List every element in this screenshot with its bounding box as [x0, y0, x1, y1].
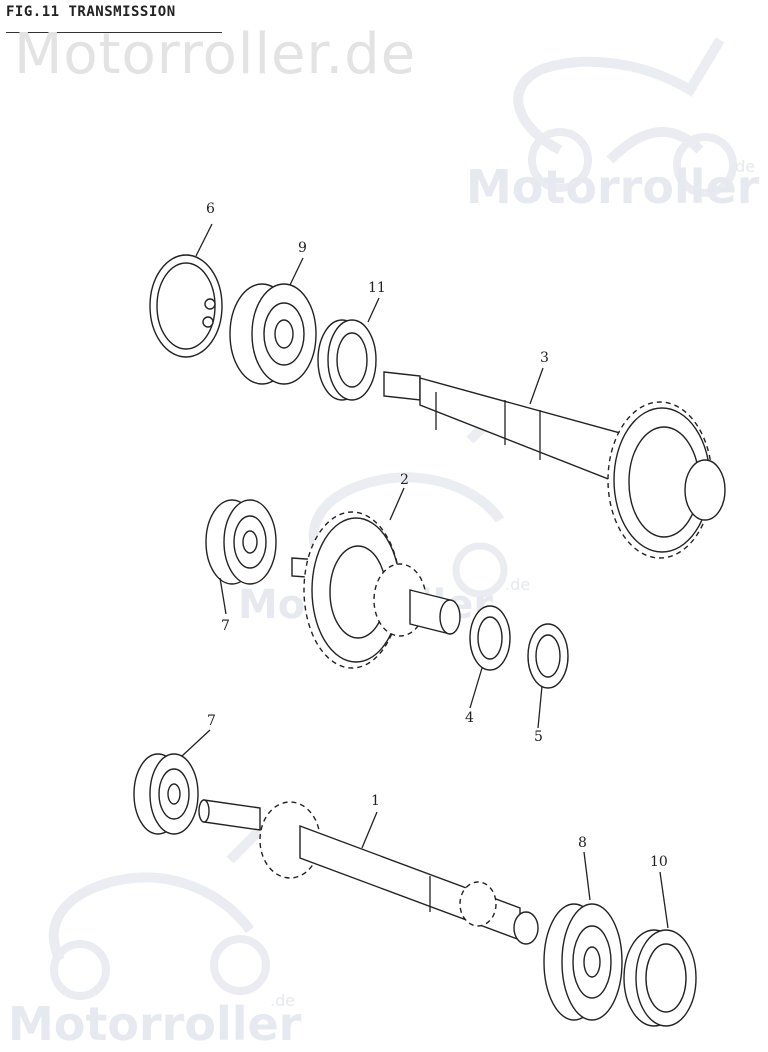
part-5-washer — [527, 623, 569, 689]
callout-6: 6 — [206, 201, 215, 217]
watermark-top-text: Motorroller.de — [14, 22, 417, 87]
title-underline — [6, 32, 222, 33]
watermark-suffix-top: .de — [730, 157, 755, 176]
watermark-logo-bottom-left: Motorroller .de — [8, 826, 302, 1051]
part-3-output-shaft — [383, 371, 726, 559]
part-6-circlip — [149, 254, 223, 358]
part-9-bearing — [229, 283, 317, 385]
figure-title: FIG.11 TRANSMISSION — [6, 4, 176, 20]
watermark-suffix-bottom: .de — [270, 991, 295, 1010]
part-7-bearing-lower — [133, 753, 199, 835]
callout-7-lower: 7 — [207, 713, 216, 729]
part-4-washer — [469, 605, 511, 671]
part-1-drive-shaft — [198, 799, 539, 945]
callout-3: 3 — [540, 350, 549, 366]
part-11-oil-seal — [317, 319, 377, 401]
callout-7-upper: 7 — [221, 618, 230, 634]
watermark-suffix-center: .de — [505, 575, 530, 594]
callout-5: 5 — [534, 729, 543, 745]
callout-10: 10 — [650, 854, 668, 870]
callout-4: 4 — [465, 710, 474, 726]
callout-11: 11 — [368, 280, 386, 296]
watermark-brand-bottom: Motorroller — [8, 997, 302, 1051]
callout-2: 2 — [400, 472, 409, 488]
part-2-counter-gear — [291, 511, 461, 669]
callout-1: 1 — [371, 793, 380, 809]
watermark-brand-top: Motorroller — [466, 160, 760, 214]
part-7-bearing-upper — [205, 499, 277, 585]
watermark-logo-top-right: Motorroller .de — [466, 37, 760, 214]
callout-9: 9 — [298, 240, 307, 256]
leader-lines — [181, 223, 669, 929]
part-10-oil-seal — [623, 929, 697, 1027]
part-8-bearing — [543, 903, 623, 1021]
callout-labels: 6 9 11 3 2 7 4 5 7 1 8 10 — [206, 201, 668, 870]
callout-8: 8 — [578, 835, 587, 851]
